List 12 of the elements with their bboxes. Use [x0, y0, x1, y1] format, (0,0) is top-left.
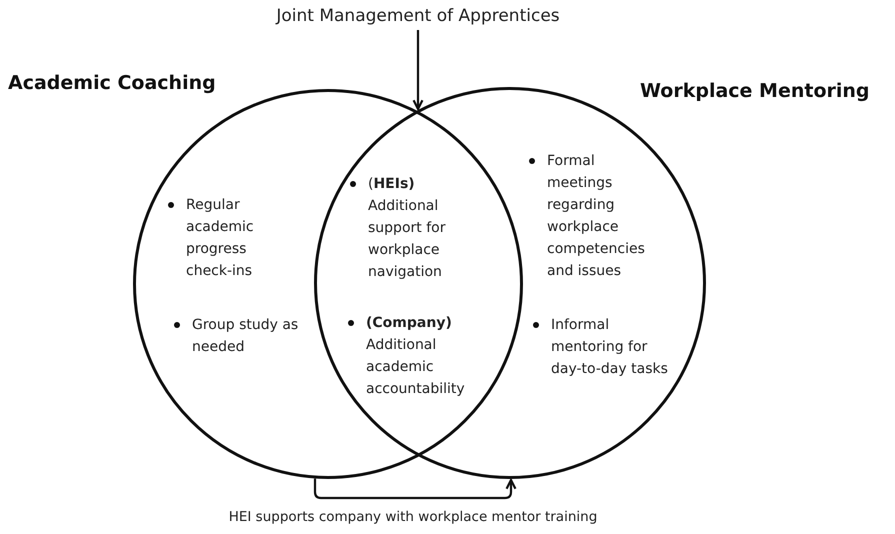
bullet-text: (Company) Additional academic accountability [348, 312, 496, 400]
arrow [412, 30, 424, 110]
circle-heading: Academic Coaching [8, 72, 216, 94]
bullet-text: Formal meetings regarding workplace competencies and issues [529, 150, 659, 282]
bullet-text: Regular academic progress check-ins [168, 194, 291, 282]
bullet-text: Group study as needed [174, 314, 304, 358]
heading-text: Joint Management of Apprentices [276, 6, 560, 26]
arrow [314, 478, 516, 500]
bullet-text: (HEIs) Additional support for workplace navigation [350, 173, 486, 283]
circle-heading: Workplace Mentoring [640, 80, 870, 102]
bullet-text: Informal mentoring for day-to-day tasks [533, 314, 679, 380]
edge-label: HEI supports company with workplace mentor training [228, 509, 598, 525]
